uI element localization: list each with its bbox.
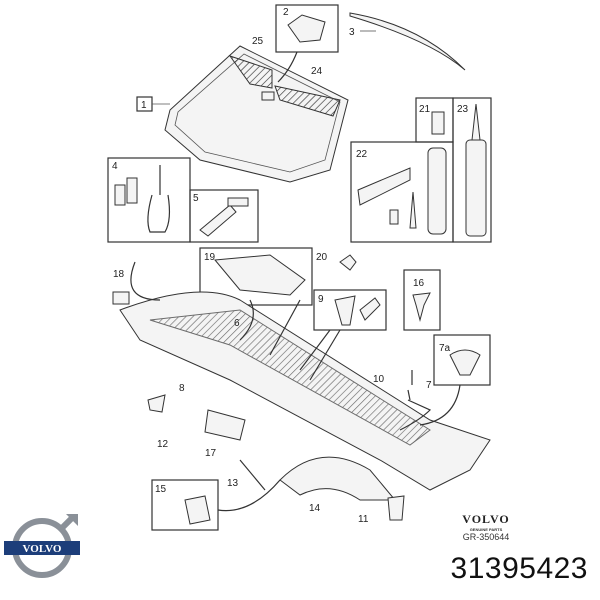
callout-7a: 7a xyxy=(439,343,451,354)
callout-3: 3 xyxy=(349,27,355,38)
callout-25: 25 xyxy=(252,36,264,47)
box-22 xyxy=(350,141,454,243)
brand-name: VOLVO xyxy=(462,512,510,526)
callout-24: 24 xyxy=(311,66,323,77)
box-19 xyxy=(199,247,313,306)
callout-18: 18 xyxy=(113,269,125,280)
svg-text:VOLVO: VOLVO xyxy=(23,543,62,555)
box-7a xyxy=(433,334,491,386)
callout-12: 12 xyxy=(157,439,169,450)
part-number: 31395423 xyxy=(450,552,588,585)
callout-15: 15 xyxy=(155,484,167,495)
callout-17: 17 xyxy=(205,448,217,459)
volvo-logo: VOLVO xyxy=(4,514,80,578)
callout-22: 22 xyxy=(356,149,368,160)
box-2 xyxy=(275,4,339,53)
callout-2: 2 xyxy=(283,7,289,18)
callout-13: 13 xyxy=(227,478,239,489)
callout-14: 14 xyxy=(309,503,321,514)
callout-23: 23 xyxy=(457,104,469,115)
callout-1: 1 xyxy=(141,100,147,111)
box-15 xyxy=(151,479,219,531)
sensor-bracket-part xyxy=(287,14,326,43)
callout-5: 5 xyxy=(193,193,199,204)
callout-8: 8 xyxy=(179,383,185,394)
callout-11: 11 xyxy=(358,514,369,525)
diagram-code: GR-350644 xyxy=(462,532,510,542)
callout-7: 7 xyxy=(426,380,432,391)
callout-19: 19 xyxy=(204,252,216,263)
box-5 xyxy=(189,189,259,243)
callout-21: 21 xyxy=(419,104,431,115)
brand-sub: GENUINE PARTS xyxy=(469,527,503,532)
box-9 xyxy=(313,289,387,331)
callout-10: 10 xyxy=(373,374,385,385)
windscreen-part xyxy=(164,45,349,183)
brand-stamp: VOLVO GENUINE PARTS GR-350644 xyxy=(436,512,536,542)
box-16 xyxy=(403,269,441,331)
callout-9: 9 xyxy=(318,294,324,305)
wiper-blade-part xyxy=(349,12,466,71)
callout-6: 6 xyxy=(234,318,240,329)
callout-16: 16 xyxy=(413,278,425,289)
callout-4: 4 xyxy=(112,161,118,172)
cowl-panel-part xyxy=(112,261,491,521)
callout-20: 20 xyxy=(316,252,328,263)
